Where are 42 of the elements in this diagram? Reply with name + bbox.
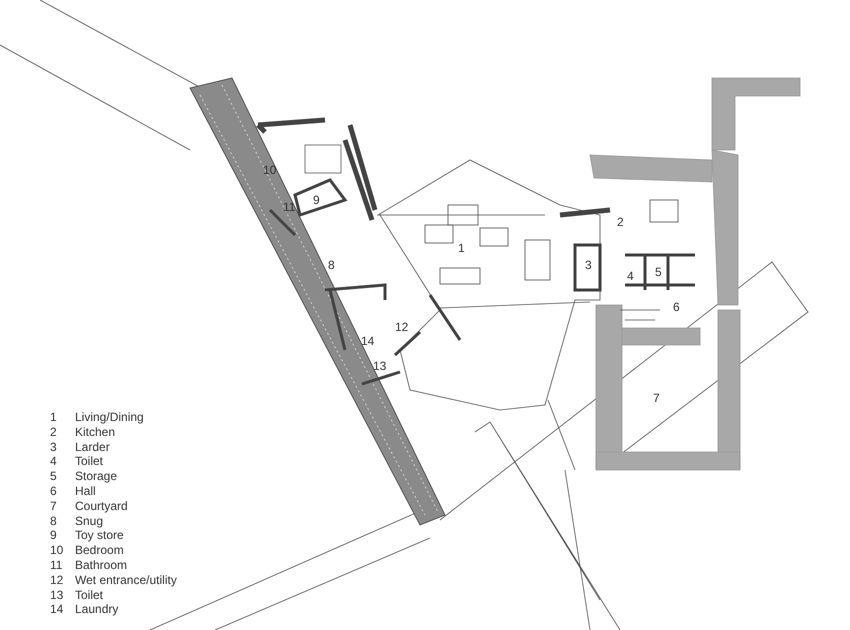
room-name: Hall — [75, 484, 96, 498]
room-number: 6 — [673, 300, 680, 314]
room-name: Toilet — [75, 454, 104, 468]
key-number: 3 — [50, 440, 57, 454]
key-number: 13 — [50, 588, 64, 602]
room-name: Wet entrance/utility — [75, 572, 177, 587]
room-name: Larder — [75, 440, 110, 454]
room-number: 9 — [313, 193, 320, 207]
room-number: 13 — [373, 359, 386, 373]
key-number: 9 — [50, 528, 57, 542]
room-name: Laundry — [75, 602, 118, 616]
room-name: Toilet — [75, 588, 104, 602]
key-number: 1 — [50, 410, 57, 424]
room-number: 2 — [617, 215, 624, 229]
room-number: 8 — [328, 258, 335, 272]
key-number: 6 — [50, 484, 57, 498]
room-number: 10 — [263, 163, 276, 177]
key-number: 8 — [50, 514, 57, 528]
room-name: Storage — [75, 469, 118, 484]
key-number: 5 — [50, 469, 57, 484]
room-number: 11 — [283, 200, 296, 214]
key-number: 10 — [50, 543, 64, 558]
room-name: Bathroom — [75, 558, 128, 572]
key-number: 7 — [50, 498, 57, 513]
room-name: Toy store — [75, 528, 124, 542]
room-number: 14 — [361, 334, 374, 348]
room-number: 3 — [585, 258, 592, 272]
room-name: Bedroom — [75, 543, 124, 558]
key-number: 4 — [50, 454, 57, 468]
room-name: Snug — [75, 514, 104, 528]
room-name: Kitchen — [75, 424, 116, 439]
key-number: 2 — [50, 424, 57, 439]
room-number: 4 — [627, 269, 634, 283]
key-number: 14 — [50, 602, 64, 616]
key-number: 11 — [50, 558, 62, 572]
room-name: Living/Dining — [75, 410, 144, 424]
room-number: 12 — [395, 320, 408, 334]
room-number: 7 — [653, 391, 660, 405]
room-number: 5 — [655, 265, 662, 279]
room-number: 1 — [458, 241, 465, 255]
key-number: 12 — [50, 572, 64, 587]
room-name: Courtyard — [75, 498, 128, 513]
